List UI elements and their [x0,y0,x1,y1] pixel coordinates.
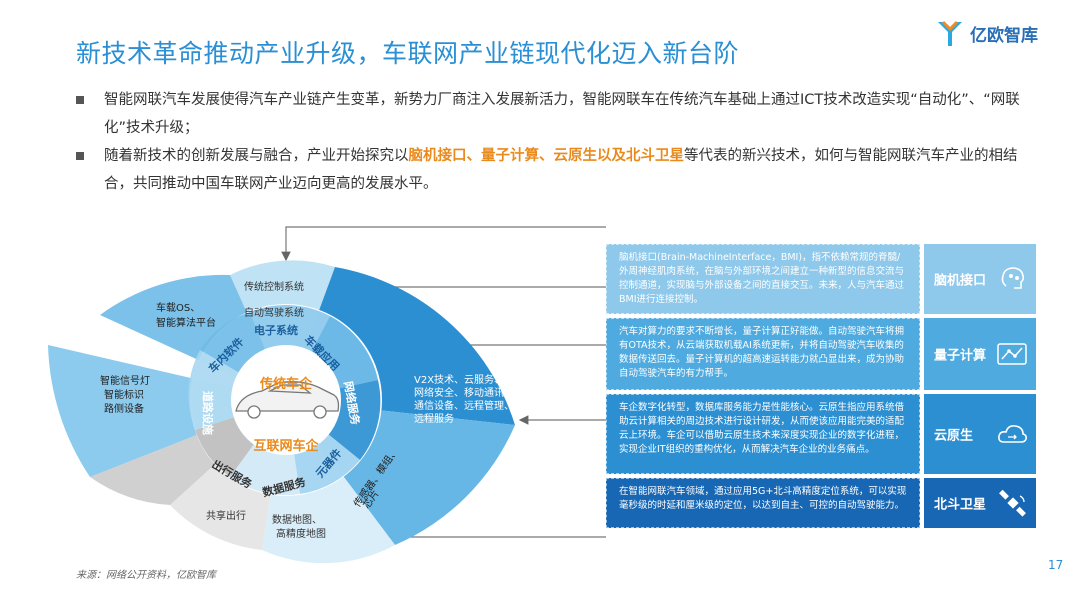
panel-label-quantum: 量子计算 [924,318,1036,390]
panel-text-quantum: 汽车对算力的要求不断增长，量子计算正好能做。自动驾驶汽车将拥有OTA技术，从云端… [606,318,920,390]
bullet-list: 智能网联汽车发展使得汽车产业链产生变革，新势力厂商注入发展新活力，智能网联车在传… [76,86,1036,198]
center-label-traditional: 传统车企 [259,377,312,392]
outer-road-1: 智能信号灯 [100,376,150,387]
car-icon [235,381,340,419]
logo: 亿欧智库 [936,18,1066,50]
outer-network-4: 远程服务 [414,414,454,425]
logo-mark-icon [938,20,962,46]
ring-label-electronics: 电子系统 [254,324,298,337]
panel-label-cloud: 云原生 [924,394,1036,474]
panel-label-text: 脑机接口 [934,273,987,289]
outer-control-2: 自动驾驶系统 [244,308,304,319]
outer-network-2: 网络安全、移动通讯、 [414,388,514,399]
panel-label-beidou: 北斗卫星 [924,478,1036,528]
outer-road-2: 智能标识 [104,390,144,401]
panel-label-text: 云原生 [934,428,974,444]
panel-text-bmi: 脑机接口(Brain-MachineInterface，BMI)，指不依赖常规的… [606,244,920,314]
page-title: 新技术革命推动产业升级，车联网产业链现代化迈入新台阶 [76,39,740,68]
outer-travel-1: 共享出行 [206,511,246,522]
bullet-text-post: 等代表的新兴技术，如何与智能网联汽车产业的相结合，共同推动中国车联网产业迈向更高… [104,148,1018,192]
panel-label-text: 北斗卫星 [934,497,987,513]
panel-text-beidou: 在智能网联汽车领域，通过应用5G+北斗高精度定位系统，可以实现毫秒级的时延和厘米… [606,478,920,528]
outer-os-1: 车载OS、 [156,303,201,314]
outer-network-1: V2X技术、云服务、 [414,375,505,386]
center-label-internet: 互联网车企 [253,439,319,454]
outer-os-2: 智能算法平台 [156,318,216,329]
outer-data-2: 高精度地图 [276,529,326,540]
cloud-icon [998,425,1027,443]
brain-icon [1001,267,1025,289]
wheel-svg [48,226,606,564]
quantum-icon [997,343,1027,365]
ring-label-road: 道路设施 [201,391,214,435]
bullet-highlight: 脑机接口、量子计算、云原生以及北斗卫星 [408,148,685,164]
bullet-square-icon [76,152,84,160]
bullet-item: 智能网联汽车发展使得汽车产业链产生变革，新势力厂商注入发展新活力，智能网联车在传… [76,86,1036,142]
outer-control-1: 传统控制系统 [244,282,304,293]
connector-line [281,226,606,262]
panel-text-cloud: 车企数字化转型，数据库服务能力是性能核心。云原生指应用系统借助云计算相关的周边技… [606,394,920,474]
satellite-icon [999,489,1026,517]
bullet-text: 智能网联汽车发展使得汽车产业链产生变革，新势力厂商注入发展新活力，智能网联车在传… [104,92,1020,136]
outer-data-1: 数据地图、 [272,515,322,526]
panel-label-bmi: 脑机接口 [924,244,1036,314]
panel-label-text: 量子计算 [934,348,987,364]
logo-text: 亿欧智库 [970,26,1038,46]
industry-diagram: 传统车企 互联网车企 电子系统 车载应用 网络服务 元器件 数据服务 出行服务 … [0,215,1080,565]
outer-road-3: 路侧设备 [104,404,144,415]
bullet-text-pre: 随着新技术的创新发展与融合，产业开始探究以 [104,148,409,164]
wedge-road [48,345,286,477]
bullet-square-icon [76,96,84,104]
outer-network-3: 通信设备、远程管理、 [414,401,514,412]
source-note: 来源：网络公开资料，亿欧智库 [76,570,216,581]
bullet-item: 随着新技术的创新发展与融合，产业开始探究以脑机接口、量子计算、云原生以及北斗卫星… [76,142,1036,198]
page-number: 17 [1048,558,1064,572]
